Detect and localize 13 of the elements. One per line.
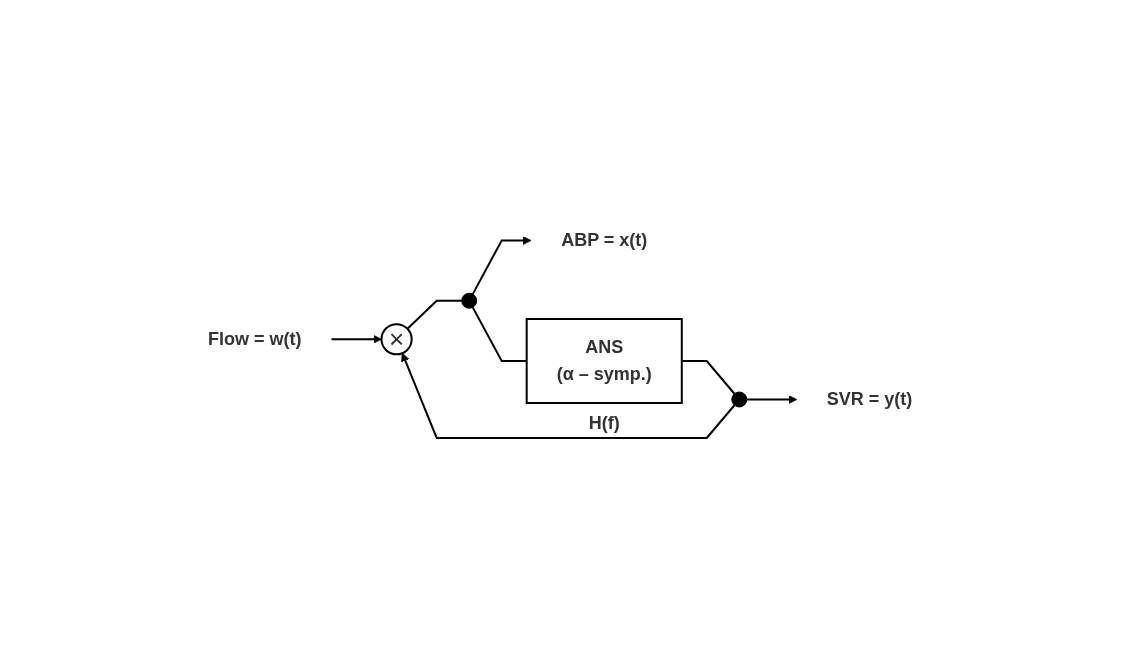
node-circle [461, 292, 478, 309]
node-text: SVR = y(t) [827, 389, 913, 409]
connector [406, 299, 464, 330]
arrow [472, 236, 532, 296]
node-circle: × [380, 323, 414, 356]
node-text: Flow = w(t) [208, 328, 302, 349]
node-box: ANS (α – symp.) [526, 318, 684, 404]
transfer-function-label: H(f) [589, 413, 621, 433]
node-text: ABP = x(t) [561, 230, 648, 250]
arrow [330, 334, 383, 344]
arrow [746, 395, 798, 404]
arrow [401, 352, 736, 439]
node-circle [731, 391, 748, 408]
